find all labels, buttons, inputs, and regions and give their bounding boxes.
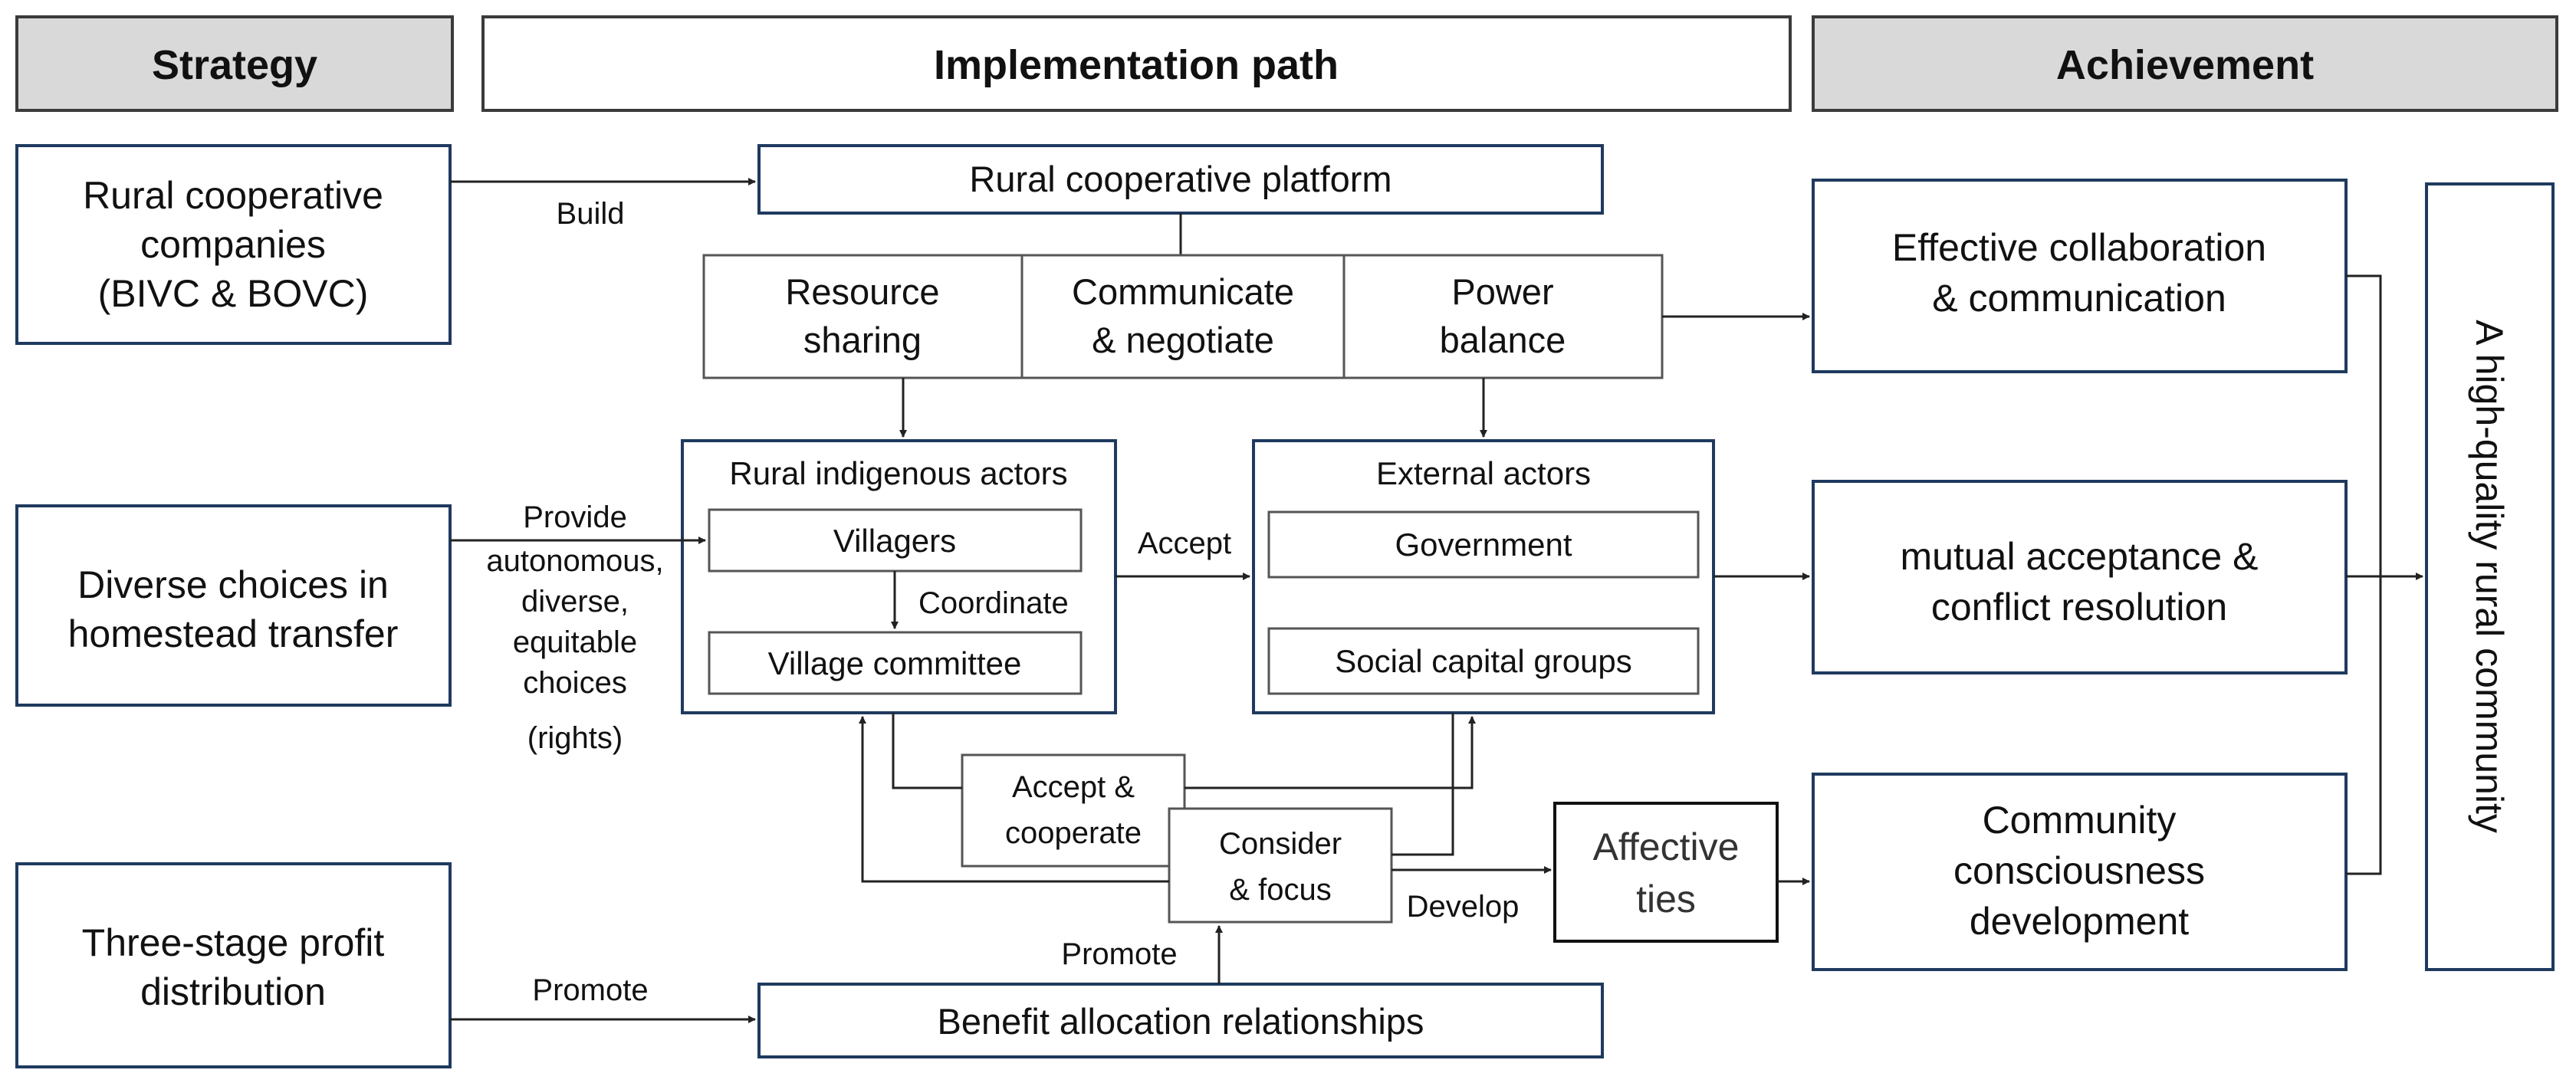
strategy-choices-line1: Diverse choices in — [77, 563, 389, 606]
platform-label: Rural cooperative platform — [969, 159, 1392, 199]
strategy-choices-line2: homestead transfer — [68, 612, 399, 655]
government-label: Government — [1395, 527, 1572, 563]
community-line3: development — [1970, 900, 2189, 943]
indigenous-title: Rural indigenous actors — [729, 455, 1067, 491]
strategy-companies-line2: companies — [140, 223, 326, 266]
strategy-choices-box: Diverse choices in homestead transfer — [15, 504, 452, 707]
provide-line1: Provide — [523, 500, 627, 534]
communicate-box: Communicate & negotiate — [1020, 254, 1346, 379]
platform-box: Rural cooperative platform — [757, 144, 1604, 215]
resource-line1: Resource — [785, 271, 939, 312]
strategy-profit-line1: Three-stage profit — [82, 921, 385, 964]
label-build: Build — [557, 197, 625, 231]
line-consider-external — [1392, 713, 1454, 856]
collab-line2: & communication — [1932, 277, 2226, 320]
villagers-label: Villagers — [833, 523, 956, 559]
achievement-community-box: Community consciousness development — [1812, 773, 2348, 971]
collab-line1: Effective collaboration — [1892, 226, 2266, 269]
achievement-collab-box: Effective collaboration & communication — [1812, 179, 2348, 373]
communicate-line2: & negotiate — [1092, 320, 1274, 360]
strategy-profit-box: Three-stage profit distribution — [15, 862, 452, 1068]
community-line2: consciousness — [1953, 849, 2205, 892]
power-line2: balance — [1440, 320, 1566, 360]
arrow-consider-to-indigenous — [859, 716, 1169, 883]
provide-line4: equitable — [513, 625, 637, 659]
strategy-companies-line1: Rural cooperative — [83, 174, 383, 217]
resource-line2: sharing — [803, 320, 922, 360]
resource-sharing-box: Resource sharing — [702, 254, 1024, 379]
accept-cooperate-box: Accept & cooperate — [961, 753, 1186, 868]
header-implementation: Implementation path — [481, 15, 1792, 112]
line-achievement-bracket — [2346, 274, 2382, 875]
committee-label: Village committee — [768, 645, 1022, 681]
power-balance-box: Power balance — [1342, 254, 1664, 379]
benefit-label: Benefit allocation relationships — [938, 1001, 1424, 1042]
header-achievement-label: Achievement — [2056, 42, 2314, 88]
achievement-final-box: A high-quality rural community — [2425, 182, 2555, 971]
affective-ties-box: Affective ties — [1553, 802, 1779, 943]
government-box — [1267, 510, 1700, 579]
benefit-box: Benefit allocation relationships — [757, 983, 1604, 1058]
provide-line5: choices — [523, 666, 627, 700]
provide-line2: autonomous, — [486, 544, 663, 578]
final-label: A high-quality rural community — [2468, 320, 2511, 833]
label-develop: Develop — [1407, 890, 1520, 924]
social-capital-label: Social capital groups — [1335, 643, 1632, 679]
achievement-mutual-box: mutual acceptance & conflict resolution — [1812, 480, 2348, 674]
community-line1: Community — [1983, 799, 2177, 842]
external-actors-box: External actors Government Social capita… — [1252, 439, 1715, 714]
provide-line6: (rights) — [527, 721, 623, 755]
line-indigenous-accept — [892, 713, 962, 789]
consider-line1: Consider — [1219, 827, 1342, 861]
strategy-companies-box: Rural cooperative companies (BIVC & BOVC… — [15, 144, 452, 345]
strategy-profit-line2: distribution — [140, 970, 326, 1013]
header-achievement: Achievement — [1812, 15, 2558, 112]
header-implementation-label: Implementation path — [934, 42, 1339, 88]
communicate-line1: Communicate — [1072, 271, 1294, 312]
provide-line3: diverse, — [521, 585, 629, 619]
label-coordinate: Coordinate — [918, 586, 1069, 620]
mutual-line2: conflict resolution — [1931, 586, 2227, 628]
header-strategy-label: Strategy — [152, 42, 317, 88]
consider-line2: & focus — [1229, 873, 1331, 907]
external-title: External actors — [1376, 455, 1591, 491]
affective-line1: Affective — [1593, 825, 1740, 868]
affective-line2: ties — [1636, 878, 1696, 921]
mutual-line1: mutual acceptance & — [1901, 535, 2259, 578]
label-promote-up: Promote — [1061, 937, 1177, 971]
accept-coop-line2: cooperate — [1005, 816, 1142, 850]
label-accept: Accept — [1138, 527, 1231, 560]
header-strategy: Strategy — [15, 15, 454, 112]
social-capital-box — [1267, 627, 1700, 695]
consider-focus-box: Consider & focus — [1168, 807, 1393, 924]
arrow-accept-to-external — [1184, 716, 1476, 789]
power-line1: Power — [1451, 271, 1553, 312]
label-provide: Provide autonomous, diverse, equitable c… — [486, 500, 663, 755]
villagers-box — [708, 508, 1083, 573]
committee-box — [708, 631, 1083, 695]
indigenous-actors-box: Rural indigenous actors Villagers Villag… — [681, 439, 1117, 714]
label-promote-left: Promote — [532, 973, 648, 1007]
accept-coop-line1: Accept & — [1012, 770, 1135, 804]
strategy-companies-line3: (BIVC & BOVC) — [98, 272, 369, 315]
